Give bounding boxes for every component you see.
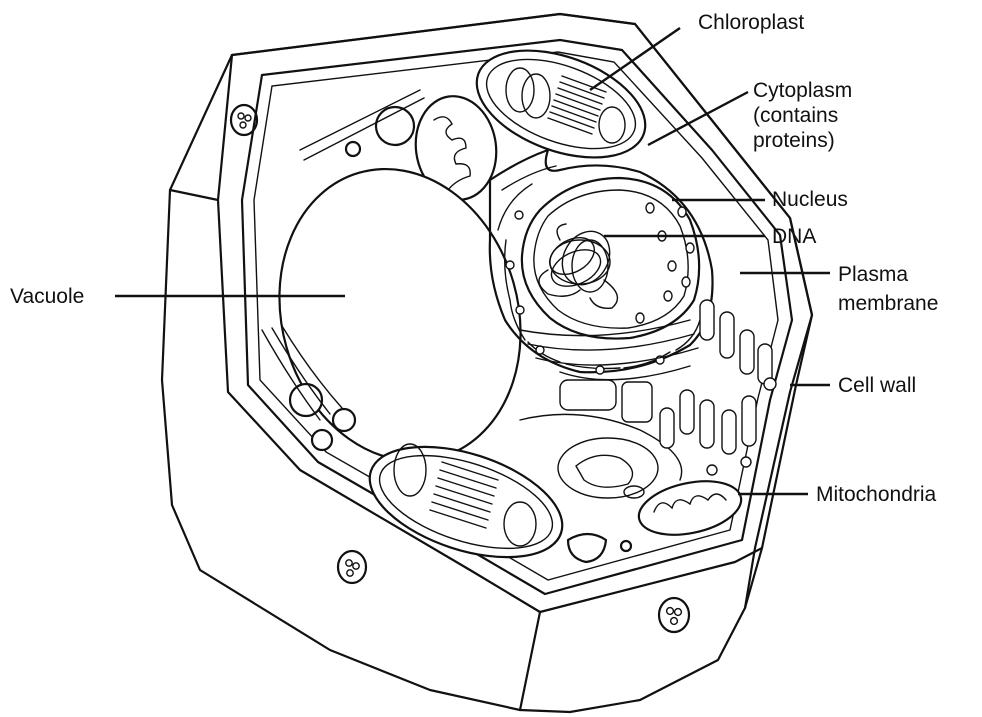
label-cytoplasm-line-2: (contains xyxy=(753,103,852,128)
label-cytoplasm-line-3: proteins) xyxy=(753,128,852,153)
wall-pit xyxy=(338,551,366,583)
label-vacuole: Vacuole xyxy=(10,284,84,309)
label-mitochondria: Mitochondria xyxy=(816,482,936,507)
label-plasma-membrane: Plasma membrane xyxy=(838,262,938,316)
label-dna: DNA xyxy=(772,224,816,249)
wall-pit xyxy=(659,598,689,632)
label-chloroplast: Chloroplast xyxy=(698,10,804,35)
label-cytoplasm: Cytoplasm (contains proteins) xyxy=(753,78,852,153)
label-nucleus: Nucleus xyxy=(772,187,848,212)
label-cell-wall: Cell wall xyxy=(838,373,916,398)
label-plasma-membrane-line-2: membrane xyxy=(838,291,938,316)
label-plasma-membrane-line-1: Plasma xyxy=(838,262,938,287)
label-cytoplasm-line-1: Cytoplasm xyxy=(753,78,852,103)
nucleus xyxy=(522,178,699,339)
